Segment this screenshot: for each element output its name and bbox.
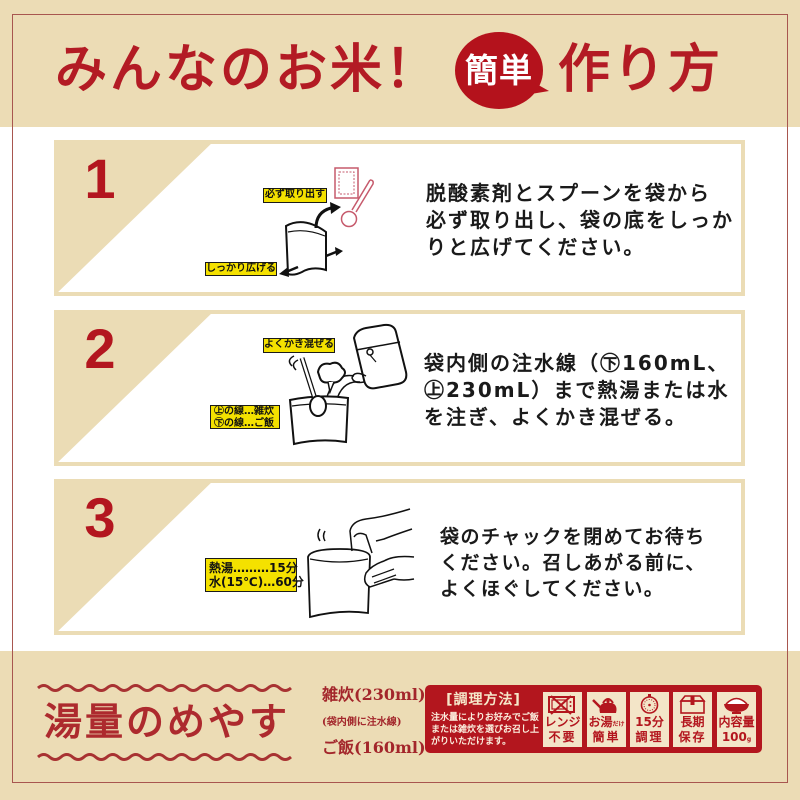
feature-line1-small: だけ <box>612 721 625 728</box>
feature-line2: 調理 <box>635 730 664 744</box>
upper-line-text: ㊤の線…雑炊 <box>214 406 274 417</box>
title-main: みんなのお米！ <box>55 40 441 100</box>
feature-hot-water-only: お湯だけ 簡単 <box>587 692 626 747</box>
pour-water-illustration-icon <box>288 323 408 446</box>
step-text-line: 必ず取り出し、袋の底をしっか <box>426 208 734 232</box>
step-text-line: よくほぐしてください。 <box>440 578 665 600</box>
description-line: または雑炊を選びお召し上 <box>431 725 540 735</box>
lower-line-text: ㊦の線…ご飯 <box>214 418 274 429</box>
feature-line1: お湯だけ <box>587 715 626 732</box>
speech-bubble-icon <box>455 32 549 109</box>
stir-label: よくかき混ぜる <box>263 338 335 353</box>
title-suffix: 作り方 <box>558 40 724 100</box>
cooking-method-panel: [調理方法] 注水量によりお好みでご飯 または雑炊を選びお召し上 がりいただけま… <box>425 685 762 753</box>
feature-line2: 不要 <box>548 730 577 744</box>
hot-water-time: 熱湯………15分 <box>209 561 298 575</box>
feature-line2: 100g <box>717 730 756 747</box>
step-text-line: ㊤230mL）まで熱湯または水 <box>424 378 730 402</box>
timer-icon <box>640 694 659 714</box>
step-number: 1 <box>84 147 116 210</box>
close-zipper-illustration-icon <box>307 508 415 619</box>
step-description: 脱酸素剤とスプーンを袋から 必ず取り出し、袋の底をしっか りと広げてください。 <box>426 180 734 261</box>
wavy-line-icon <box>37 684 292 692</box>
feature-line1: 15分 <box>635 715 664 729</box>
feature-line1: 長期 <box>680 715 705 729</box>
feature-line1-main: お湯 <box>588 715 613 729</box>
kettle-icon <box>592 698 617 713</box>
net-weight-unit: g <box>746 736 752 743</box>
no-microwave-icon <box>548 695 575 715</box>
cold-water-time: 水(15℃)…60分 <box>209 575 304 589</box>
zosui-amount: 雑炊(230ml) <box>322 685 426 704</box>
step-text-line: を注ぎ、よくかき混ぜる。 <box>424 405 687 429</box>
feature-line1: レンジ <box>544 715 581 729</box>
step-number: 2 <box>84 317 116 380</box>
storage-box-icon <box>679 695 706 714</box>
net-weight-value: 100 <box>721 730 747 744</box>
step-text-line: 袋のチャックを閉めてお待ち <box>440 526 706 548</box>
water-guide-title: 湯量のめやす <box>44 700 291 744</box>
gohan-amount: ご飯(160ml) <box>322 738 426 757</box>
description-line: 注水量によりお好みでご飯 <box>431 713 539 723</box>
step-description: 袋のチャックを閉めてお待ち ください。召しあがる前に、 よくほぐしてください。 <box>440 524 706 602</box>
water-line-note: (袋内側に注水線) <box>322 717 402 728</box>
feature-net-weight: 内容量 100g <box>717 692 756 747</box>
step-description: 袋内側の注水線（㊦160mL、 ㊤230mL）まで熱湯または水 を注ぎ、よくかき… <box>424 350 729 431</box>
feature-line2: 保存 <box>678 730 707 744</box>
rice-bowl-icon <box>724 697 749 714</box>
step-text-line: ください。召しあがる前に、 <box>440 552 706 574</box>
cooking-method-heading: [調理方法] <box>446 692 521 708</box>
step-number: 3 <box>84 486 116 549</box>
water-line-label: ㊤の線…雑炊 ㊦の線…ご飯 <box>210 405 280 429</box>
feature-no-microwave: レンジ 不要 <box>543 692 582 747</box>
soak-time-label: 熱湯………15分 水(15℃)…60分 <box>205 558 304 592</box>
cooking-method-description: 注水量によりお好みでご飯 または雑炊を選びお召し上 がりいただけます。 <box>431 712 539 748</box>
step-text-line: 袋内側の注水線（㊦160mL、 <box>424 351 730 375</box>
feature-line1: 内容量 <box>718 715 755 729</box>
wavy-line-icon <box>37 753 292 761</box>
easy-badge: 簡単 <box>455 32 555 112</box>
open-bag-illustration-icon <box>279 167 374 277</box>
remove-label: 必ず取り出す <box>263 188 327 203</box>
step-card-2: 2 よくかき混ぜる ㊤の線…雑炊 ㊦の線…ご飯 袋内側の注水線（㊦160mL、 … <box>54 310 745 466</box>
step-card-1: 1 必ず取り出す しっかり広げる 脱酸素剤とスプーンを袋から 必ず取り出し、袋の… <box>54 140 745 296</box>
step-text-line: りと広げてください。 <box>426 235 646 259</box>
badge-text: 簡単 <box>465 51 533 90</box>
step-card-3: 3 熱湯………15分 水(15℃)…60分 袋のチャックを閉めてお待ち ください… <box>54 479 745 635</box>
spread-label: しっかり広げる <box>205 262 277 276</box>
feature-15min: 15分 調理 <box>630 692 669 747</box>
description-line: がりいただけます。 <box>431 737 512 747</box>
feature-line2: 簡単 <box>592 730 621 744</box>
step-text-line: 脱酸素剤とスプーンを袋から <box>426 181 711 205</box>
feature-long-storage: 長期 保存 <box>673 692 712 747</box>
